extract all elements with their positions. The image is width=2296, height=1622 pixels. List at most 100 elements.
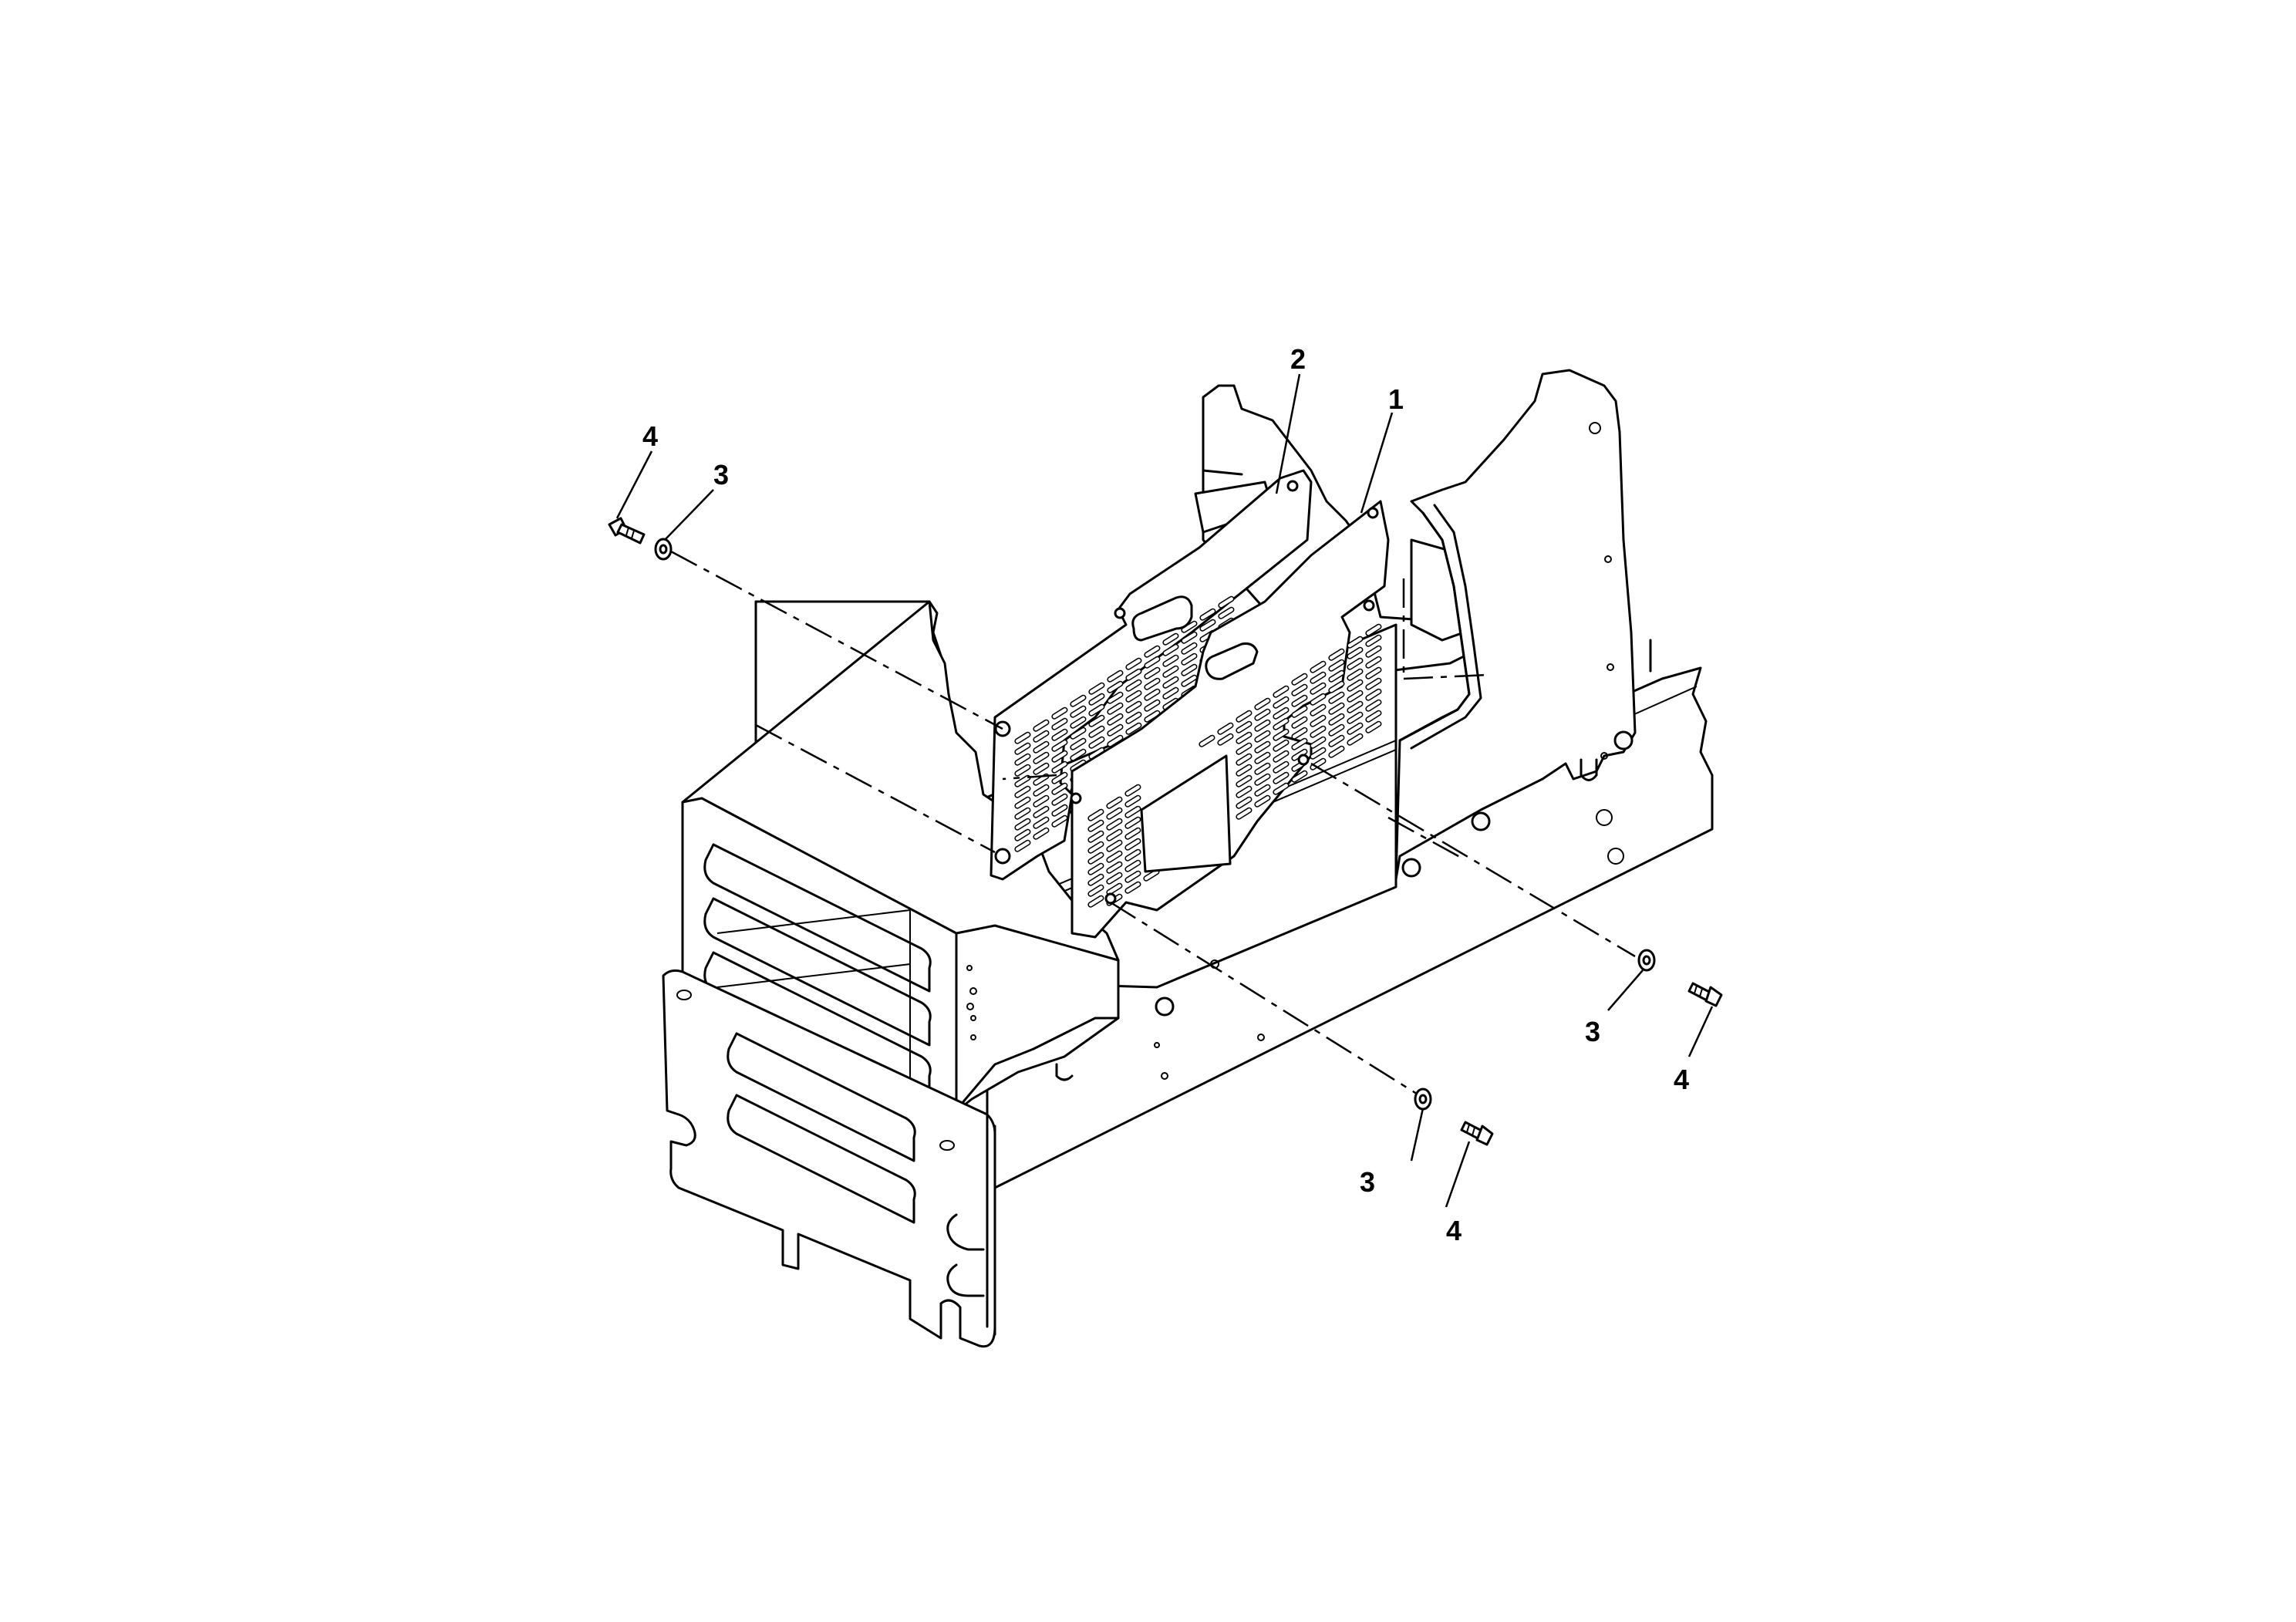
perforation-slot	[1051, 760, 1068, 774]
perforation-slot	[1087, 895, 1104, 908]
perforation-slot	[1033, 740, 1050, 754]
perforation-slot	[1051, 793, 1068, 806]
perforation-slot	[1144, 688, 1161, 701]
perforation-slot	[1328, 680, 1345, 693]
perforation-slot	[1181, 653, 1198, 666]
perforation-slot	[1051, 771, 1068, 784]
perforation-slot	[1162, 632, 1179, 646]
perforation-slot	[1310, 725, 1327, 738]
perforation-slot	[1254, 730, 1271, 743]
callout-1: 1	[1388, 383, 1404, 415]
perforation-slot	[1087, 819, 1104, 832]
perforation-slot	[1107, 691, 1124, 704]
perforation-slot	[1014, 742, 1031, 755]
washer-lower-center	[1414, 1088, 1432, 1111]
perforation-slot	[1199, 734, 1215, 747]
perforation-slot	[1124, 794, 1141, 808]
leader-lines	[615, 373, 1714, 1208]
perforation-slot	[1236, 710, 1253, 723]
perforation-slot	[1273, 717, 1290, 730]
perforation-slot	[1254, 762, 1271, 775]
perforation-slot	[1273, 706, 1290, 720]
perforation-slot	[1291, 737, 1308, 750]
perforation-slot	[1365, 677, 1382, 690]
perforation-slot	[1254, 740, 1271, 754]
perforation-slot	[1107, 702, 1124, 715]
perforation-slot	[1144, 656, 1161, 669]
perforation-slot	[1088, 736, 1105, 749]
perforation-slot	[1144, 699, 1161, 712]
perforation-slot	[1107, 680, 1124, 693]
front-mounting-plate	[662, 969, 996, 1348]
perforation-slot	[1236, 720, 1253, 733]
perforation-slot	[1014, 807, 1031, 820]
perforation-slot	[1033, 719, 1050, 732]
perforation-slot	[1107, 669, 1124, 683]
perforation-slot	[1365, 720, 1382, 733]
perforation-slot	[1014, 839, 1031, 852]
perforation-slot	[1088, 682, 1105, 695]
perforation-slot	[1328, 669, 1345, 683]
perforation-slot	[1347, 657, 1364, 670]
perforation-slot	[1033, 730, 1050, 743]
perforation-slot	[1310, 693, 1327, 706]
perforation-slot	[1181, 631, 1198, 644]
perforation-slot	[1291, 673, 1308, 686]
perforation-slot	[1291, 683, 1308, 696]
perforation-slot	[1033, 784, 1050, 797]
perforation-slot	[1217, 733, 1234, 746]
perforation-slot	[1328, 659, 1345, 672]
perforation-slot	[1014, 828, 1031, 841]
perforation-slot	[1310, 714, 1327, 727]
perforation-slot	[1254, 773, 1271, 786]
perforation-slot	[1014, 753, 1031, 766]
perforation-slot	[1014, 731, 1031, 744]
perforation-slot	[1125, 657, 1142, 670]
perforation-slot	[1124, 859, 1141, 872]
perforation-slot	[1347, 711, 1364, 724]
perforation-slot	[1218, 595, 1235, 609]
perforation-slot	[1070, 727, 1087, 740]
perforation-slot	[1106, 882, 1123, 895]
washer-upper-left	[654, 538, 673, 561]
perforation-slot	[1144, 645, 1161, 658]
perforation-slot	[1328, 691, 1345, 704]
perforation-slot	[1070, 694, 1087, 707]
perforation-slot	[1310, 660, 1327, 673]
perforation-slot	[1124, 838, 1141, 851]
perforation-slot	[1106, 796, 1123, 809]
perforation-slot	[1291, 694, 1308, 707]
perforation-slot	[1124, 805, 1141, 818]
perforation-slot	[1106, 818, 1123, 831]
perforation-slot	[1070, 748, 1087, 761]
perforation-slot	[1236, 753, 1253, 766]
perforation-slot	[1088, 725, 1105, 738]
lower-right-hardware	[1637, 949, 1723, 1007]
perforation-slot	[1310, 736, 1327, 749]
perforation-slot	[1236, 785, 1253, 798]
perforation-slot	[1087, 841, 1104, 854]
perforation-slot	[1162, 686, 1179, 700]
perforation-slot	[1365, 699, 1382, 712]
perforation-slot	[1273, 760, 1290, 774]
perforation-slot	[1236, 742, 1253, 755]
perforation-slot	[1051, 739, 1068, 752]
perforation-slot	[1347, 690, 1364, 703]
callout-3-lower-center: 3	[1360, 1166, 1375, 1198]
perforation-slot	[1273, 696, 1290, 709]
callout-4-lower-center: 4	[1446, 1215, 1462, 1246]
perforation-slot	[1236, 731, 1253, 744]
perforation-slot	[1310, 757, 1327, 771]
perforation-slot	[1254, 697, 1271, 710]
perforation-slot	[1162, 676, 1179, 689]
perforation-slot	[1291, 705, 1308, 718]
perforation-slot	[1033, 816, 1050, 829]
perforation-slot	[1107, 723, 1124, 737]
perforation-slot	[1199, 608, 1216, 621]
perforation-slot	[1328, 734, 1345, 747]
perforation-slot	[1236, 774, 1253, 787]
perforation-slot	[1328, 648, 1345, 661]
perforation-slot	[1106, 850, 1123, 863]
